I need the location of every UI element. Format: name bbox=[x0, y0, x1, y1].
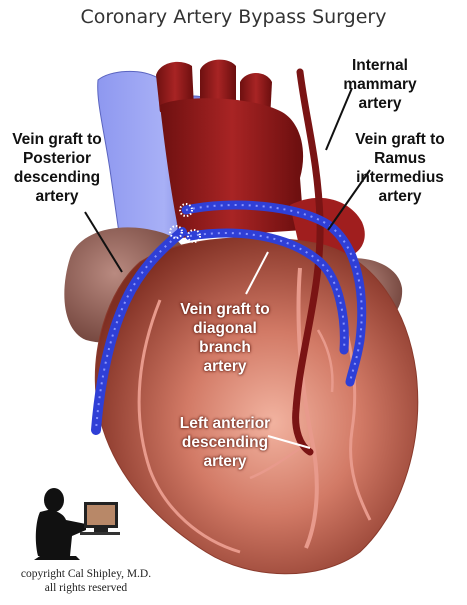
vein-graft-ramus-texture bbox=[185, 204, 363, 383]
label-vein-graft-diagonal-branch: Vein graft to diagonal branch artery bbox=[180, 301, 270, 375]
anastomosis-ring-upper bbox=[179, 203, 193, 217]
leader-line-diagonal bbox=[245, 251, 269, 295]
heart-ventricles bbox=[94, 237, 419, 575]
anastomosis-ring-lower bbox=[169, 225, 183, 239]
leader-line-ramus bbox=[327, 169, 371, 231]
aorta bbox=[160, 98, 304, 238]
copyright-notice: copyright Cal Shipley, M.D. all rights r… bbox=[20, 568, 152, 594]
label-vein-graft-ramus-intermedius: Vein graft to Ramus intermedius artery bbox=[355, 131, 445, 205]
page-title: Coronary Artery Bypass Surgery bbox=[80, 6, 387, 28]
coronary-vessel-right bbox=[137, 299, 241, 554]
vein-graft-posterior-texture bbox=[95, 231, 183, 431]
leader-line-lad bbox=[267, 435, 311, 449]
anastomosis-ring-middle bbox=[187, 229, 201, 243]
leader-line-mammary bbox=[325, 87, 353, 151]
internal-mammary-artery bbox=[292, 68, 324, 456]
leader-line-posterior bbox=[84, 211, 123, 273]
leader-lines bbox=[84, 87, 371, 449]
label-vein-graft-posterior-descending: Vein graft to Posterior descending arter… bbox=[12, 131, 102, 205]
label-internal-mammary-artery: Internal mammary artery bbox=[343, 57, 417, 112]
artist-at-computer-icon bbox=[34, 488, 120, 560]
vein-graft-diagonal bbox=[185, 228, 349, 355]
vein-grafts bbox=[91, 200, 367, 435]
coronary-vessel-lad bbox=[296, 267, 319, 549]
label-left-anterior-descending: Left anterior descending artery bbox=[179, 415, 271, 470]
